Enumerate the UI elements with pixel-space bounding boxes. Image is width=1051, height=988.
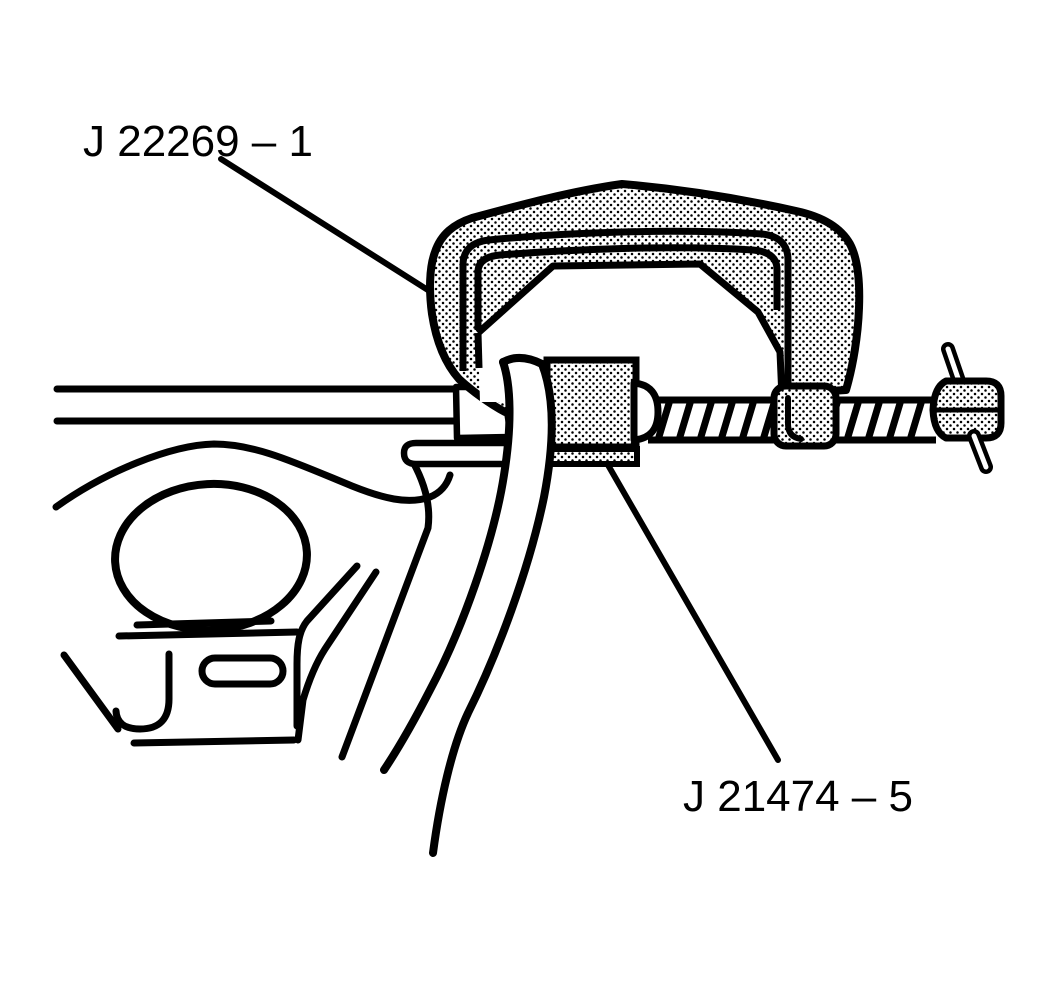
pivot-bar	[53, 385, 460, 425]
screw-knob	[929, 342, 1005, 474]
label-adapter-tool: J 21474 – 5	[683, 772, 913, 821]
frame-edge-a	[293, 562, 361, 730]
frame-bottom-edge	[130, 736, 298, 747]
screw-nose	[630, 379, 662, 444]
frame-j-hook	[112, 650, 173, 733]
clamp-inner-line-outer	[459, 227, 792, 398]
clamp-inner-line-inner	[474, 244, 781, 330]
frame-edge-c	[338, 458, 433, 761]
frame-contour	[52, 440, 454, 511]
adapter-block	[542, 356, 640, 467]
label-clamp-tool: J 22269 – 1	[83, 117, 313, 166]
leader-line-adapter	[605, 462, 781, 763]
adapter-flange	[542, 446, 640, 467]
boss-body	[770, 382, 840, 450]
frame-slot	[198, 654, 287, 688]
torsion-bar-tube	[380, 354, 556, 857]
frame-rib-line-1	[133, 617, 275, 629]
vehicle-frame	[52, 440, 454, 761]
leader-line-clamp	[218, 156, 434, 295]
tube-right-edge	[429, 360, 556, 857]
boss-arm-edge	[785, 395, 804, 442]
c-clamp-body	[426, 180, 864, 416]
screw-boss	[770, 382, 840, 450]
clamp-window-edge	[475, 260, 786, 399]
t-handle-lower-rod	[967, 429, 993, 474]
adapter-body	[543, 356, 640, 451]
frame-edge-b	[294, 568, 380, 744]
frame-oval-hole	[111, 479, 311, 635]
tube-left-edge	[380, 358, 514, 774]
frame-rib-line-2	[115, 628, 301, 640]
frame-left-diagonal	[60, 651, 122, 733]
tube-top-cap	[499, 354, 546, 368]
clamp-window-left-edge	[474, 332, 483, 369]
